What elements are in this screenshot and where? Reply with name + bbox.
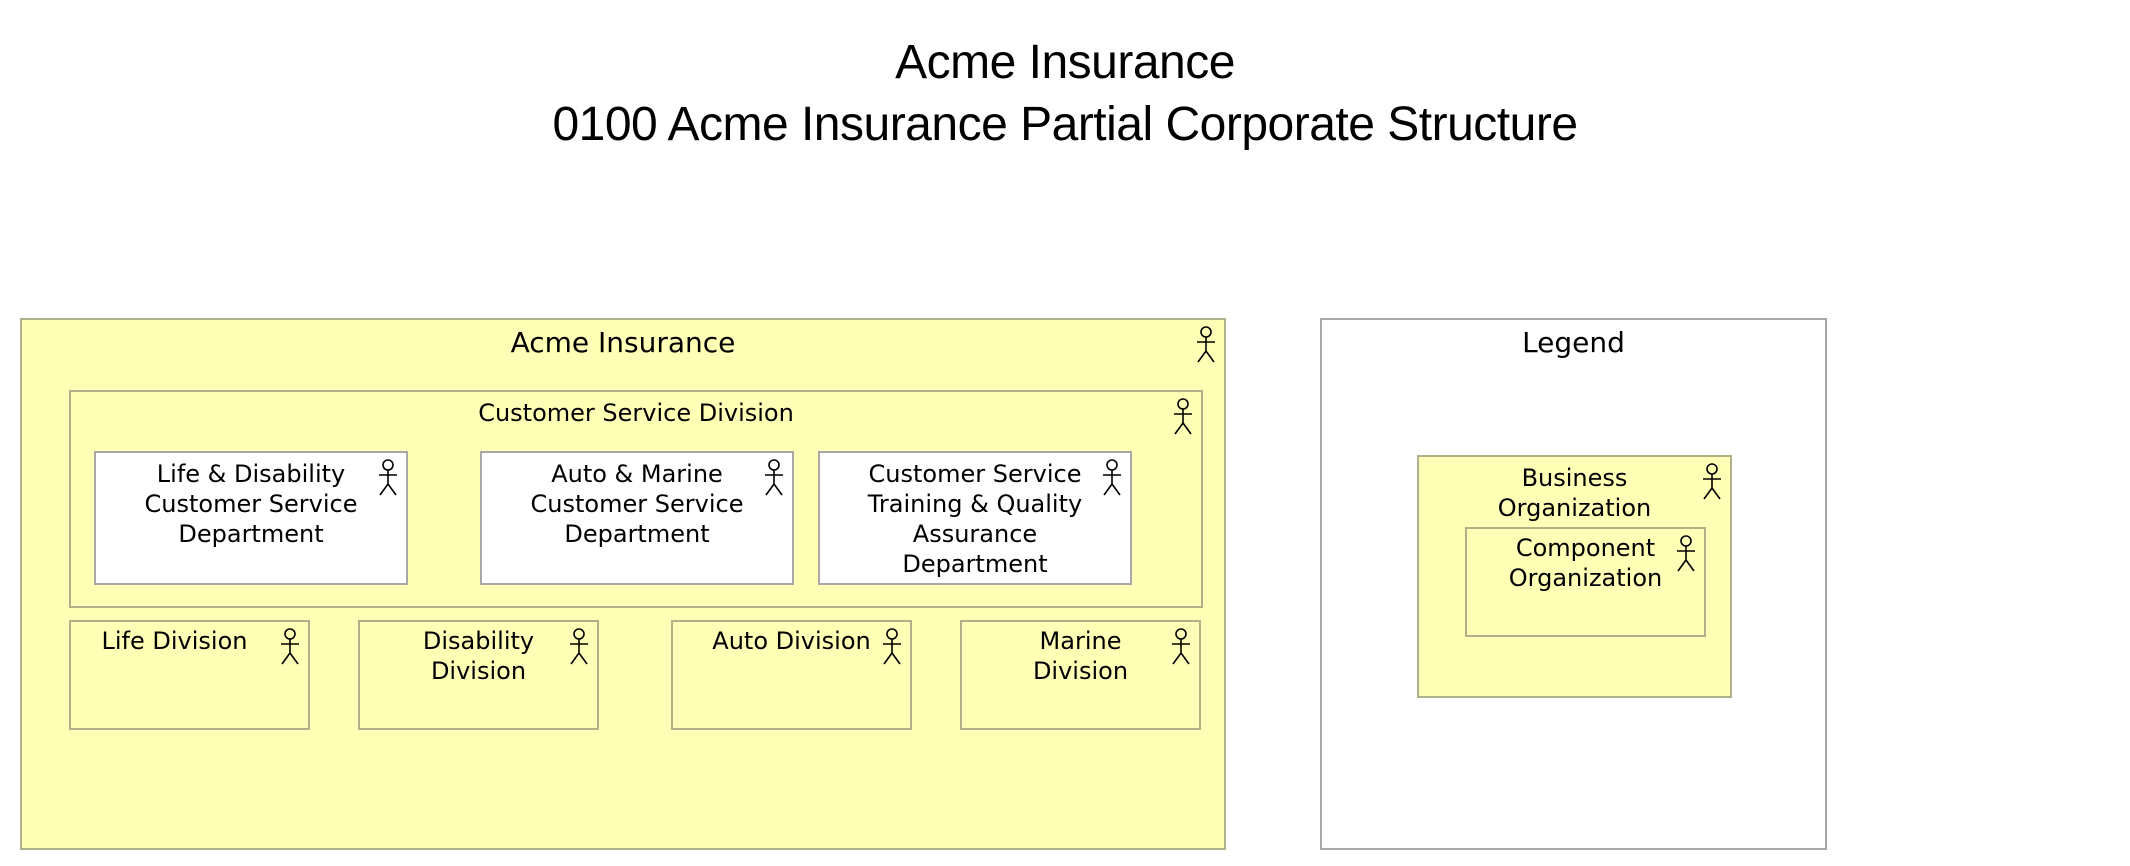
- acme-insurance-box[interactable]: Acme Insurance Customer Service Division…: [20, 318, 1226, 850]
- actor-icon: [569, 628, 589, 666]
- customer-service-division-box[interactable]: Customer Service Division Life & Disabil…: [69, 390, 1203, 608]
- department-life-disability-box[interactable]: Life & Disability Customer Service Depar…: [94, 451, 408, 585]
- actor-icon: [1173, 398, 1193, 436]
- actor-icon: [1196, 326, 1216, 364]
- actor-icon: [280, 628, 300, 666]
- division-label: Marine Division: [1032, 627, 1129, 685]
- diagram-title: Acme Insurance: [895, 36, 1235, 89]
- actor-icon: [1676, 535, 1696, 573]
- customer-service-division-label: Customer Service Division: [478, 399, 794, 427]
- legend-component-organization-label: Component Organization: [1508, 534, 1663, 592]
- actor-icon: [882, 628, 902, 666]
- division-label: Disability Division: [422, 627, 535, 685]
- actor-icon: [378, 459, 398, 497]
- life-division-box[interactable]: Life Division: [69, 620, 310, 730]
- department-label: Auto & Marine Customer Service Departmen…: [530, 460, 744, 548]
- department-label: Customer Service Training & Quality Assu…: [867, 460, 1083, 578]
- actor-icon: [1102, 459, 1122, 497]
- department-label: Life & Disability Customer Service Depar…: [144, 460, 358, 548]
- disability-division-box[interactable]: Disability Division: [358, 620, 599, 730]
- division-label: Life Division: [101, 627, 248, 655]
- legend-component-organization-box[interactable]: Component Organization: [1465, 527, 1706, 637]
- legend-business-organization-box[interactable]: Business Organization Component Organiza…: [1417, 455, 1732, 698]
- department-training-qa-box[interactable]: Customer Service Training & Quality Assu…: [818, 451, 1132, 585]
- legend-title: Legend: [1522, 326, 1625, 359]
- actor-icon: [1171, 628, 1191, 666]
- legend-business-organization-label: Business Organization: [1497, 464, 1652, 522]
- diagram-subtitle: 0100 Acme Insurance Partial Corporate St…: [552, 98, 1578, 151]
- legend-box[interactable]: Legend Business Organization Component O…: [1320, 318, 1827, 850]
- division-label: Auto Division: [712, 627, 871, 655]
- actor-icon: [1702, 463, 1722, 501]
- actor-icon: [764, 459, 784, 497]
- marine-division-box[interactable]: Marine Division: [960, 620, 1201, 730]
- department-auto-marine-box[interactable]: Auto & Marine Customer Service Departmen…: [480, 451, 794, 585]
- auto-division-box[interactable]: Auto Division: [671, 620, 912, 730]
- acme-insurance-label: Acme Insurance: [510, 326, 736, 359]
